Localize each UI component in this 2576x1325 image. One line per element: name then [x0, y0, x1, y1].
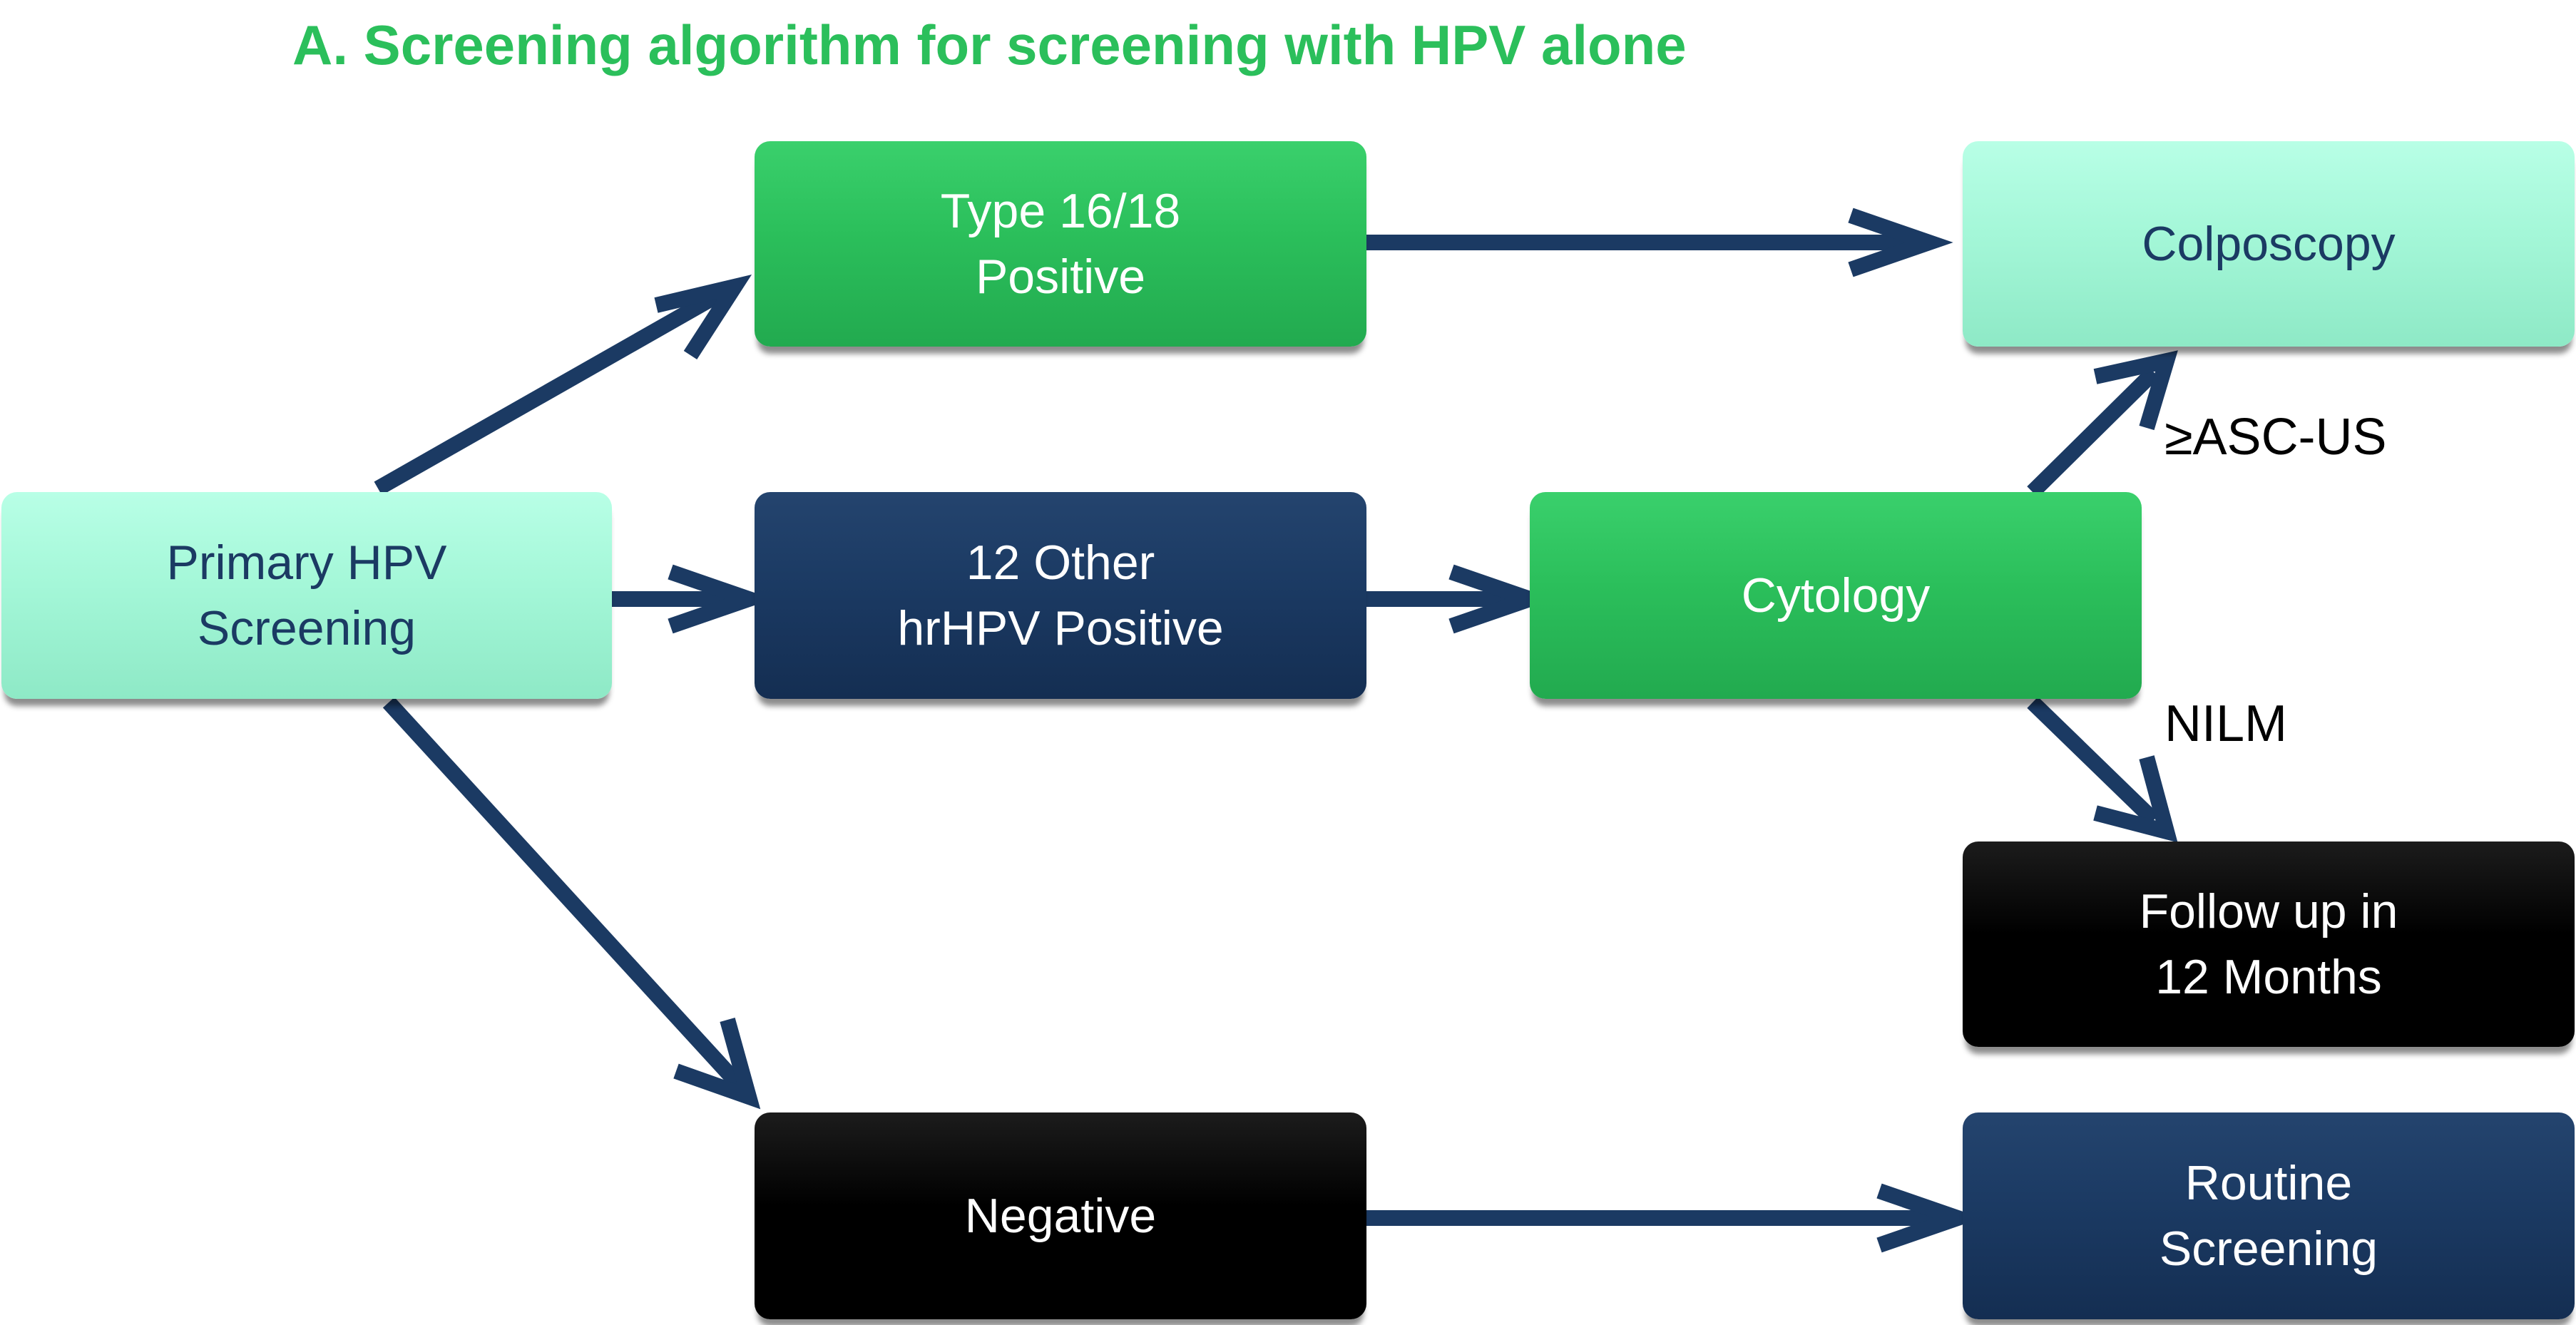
- arrowhead-primary-to-negative: [673, 1018, 761, 1110]
- arrowhead-primary-to-other: [668, 564, 773, 634]
- node-follow-up-12-months: Follow up in 12 Months: [1963, 841, 2575, 1047]
- arrow-primary-to-type1618: [374, 287, 725, 496]
- diagram-title: A. Screening algorithm for screening wit…: [292, 14, 1687, 76]
- node-routine-screening: Routine Screening: [1963, 1112, 2575, 1319]
- node-primary-hpv-screening: Primary HPV Screening: [1, 492, 612, 699]
- arrowhead-type1618-to-colposcopy: [1848, 208, 1953, 277]
- node-colposcopy: Colposcopy: [1963, 141, 2575, 347]
- arrow-cytology-to-followup: [2027, 697, 2160, 826]
- arrowhead-primary-to-type1618: [654, 275, 752, 359]
- arrow-cytology-to-colposcopy: [2027, 367, 2160, 498]
- node-negative: Negative: [755, 1112, 1366, 1319]
- edge-label-asc-us: ≥ASC-US: [2164, 409, 2387, 466]
- arrowhead-cytology-to-colposcopy: [2093, 350, 2178, 431]
- arrow-primary-to-negative: [382, 697, 745, 1090]
- node-cytology: Cytology: [1530, 492, 2142, 699]
- arrowhead-negative-to-routine: [1876, 1183, 1982, 1253]
- edge-label-nilm: NILM: [2164, 695, 2288, 752]
- node-type-16-18-positive: Type 16/18 Positive: [755, 141, 1366, 347]
- node-12-other-hrhpv-positive: 12 Other hrHPV Positive: [755, 492, 1366, 699]
- arrowhead-cytology-to-followup: [2093, 755, 2178, 843]
